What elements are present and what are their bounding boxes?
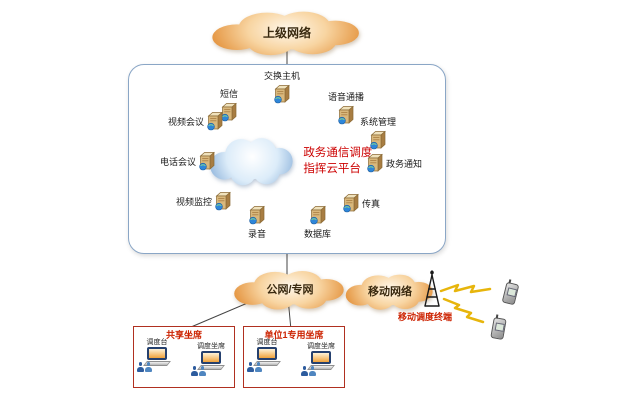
seat-group-title: 共享坐席 <box>165 330 202 340</box>
server-label: 系统管理 <box>359 115 398 128</box>
person-icon <box>301 366 308 376</box>
dispatch-console: 调度坐席 <box>189 341 233 376</box>
monitor-icon <box>147 347 167 360</box>
seat-group-shared: 共享坐席 调度台 调度坐席 <box>133 326 235 388</box>
server-label: 交换主机 <box>263 69 302 82</box>
public-private-network-cloud: 公网/专网 <box>222 266 358 312</box>
operators <box>247 362 262 372</box>
person-icon <box>255 362 262 372</box>
server-node-system-management: 系统管理 <box>359 115 398 150</box>
person-icon <box>247 362 254 372</box>
server-icon <box>309 206 325 225</box>
console-label: 调度台 <box>146 339 168 346</box>
console-label: 调度坐席 <box>197 343 225 350</box>
server-label: 录音 <box>247 227 268 240</box>
server-icon <box>343 194 359 213</box>
dispatch-console: 调度台 <box>245 337 289 372</box>
lightning-bolt-icon <box>442 297 485 324</box>
person-icon <box>145 362 152 372</box>
upper-network-cloud: 上级网络 <box>196 6 378 58</box>
server-label: 语音通播 <box>327 90 366 103</box>
server-label: 政务通知 <box>385 156 424 170</box>
server-node-voice-broadcast: 语音通播 <box>327 90 366 125</box>
server-icon <box>370 131 386 150</box>
lightning-bolt-icon <box>439 283 492 294</box>
mobile-network-cloud: 移动网络 <box>336 270 444 312</box>
person-icon <box>199 366 206 376</box>
server-icon <box>274 85 290 104</box>
server-label: 数据库 <box>303 227 333 240</box>
cloud-icon <box>210 137 293 186</box>
seat-group-unit1: 单位1专用坐席 调度台 调度坐席 <box>243 326 345 388</box>
dispatch-console: 调度台 <box>135 337 179 372</box>
server-node-exchange-host: 交换主机 <box>263 69 302 104</box>
server-icon <box>221 103 237 122</box>
server-node-recording: 录音 <box>247 205 268 240</box>
server-node-sms: 短信 <box>219 87 240 122</box>
mobile-terminal-label: 移动调度终端 <box>398 312 453 322</box>
operators <box>137 362 152 372</box>
console-label: 调度坐席 <box>307 343 335 350</box>
server-node-gov-notice: 政务通知 <box>367 153 424 173</box>
person-icon <box>309 366 316 376</box>
upper-network-label: 上级网络 <box>262 25 311 40</box>
server-icon <box>199 152 215 171</box>
server-icon <box>338 106 354 125</box>
server-icon <box>207 112 223 131</box>
server-node-video-conference: 视频会议 <box>167 111 223 131</box>
antenna-icon <box>420 270 444 308</box>
dispatch-console: 调度坐席 <box>299 341 343 376</box>
monitor-icon <box>201 351 221 364</box>
person-icon <box>191 366 198 376</box>
server-icon <box>249 206 265 225</box>
platform-box: 政务通信调度指挥云平台 交换主机 短信 语音通播 视频会议 系统管理 电话会议 … <box>128 64 446 254</box>
server-label: 视频监控 <box>175 194 214 208</box>
server-label: 传真 <box>361 196 382 210</box>
platform-cloud: 政务通信调度指挥云平台 <box>201 111 377 209</box>
platform-cloud-label: 政务通信调度指挥云平台 <box>303 147 373 175</box>
server-node-phone-conference: 电话会议 <box>159 151 215 171</box>
server-node-video-surveillance: 视频监控 <box>175 191 231 211</box>
monitor-icon <box>257 347 277 360</box>
server-icon <box>367 154 383 173</box>
console-label: 调度台 <box>256 339 278 346</box>
operators <box>191 366 206 376</box>
server-label: 电话会议 <box>159 154 198 168</box>
monitor-icon <box>311 351 331 364</box>
person-icon <box>137 362 144 372</box>
server-icon <box>215 192 231 211</box>
server-label: 视频会议 <box>167 114 206 128</box>
mobile-network-label: 移动网络 <box>368 286 412 298</box>
server-node-database: 数据库 <box>303 205 333 240</box>
server-node-fax: 传真 <box>343 193 382 213</box>
seat-group-title: 单位1专用坐席 <box>264 330 324 340</box>
server-label: 短信 <box>219 87 240 100</box>
operators <box>301 366 316 376</box>
public-network-label: 公网/专网 <box>266 284 314 296</box>
